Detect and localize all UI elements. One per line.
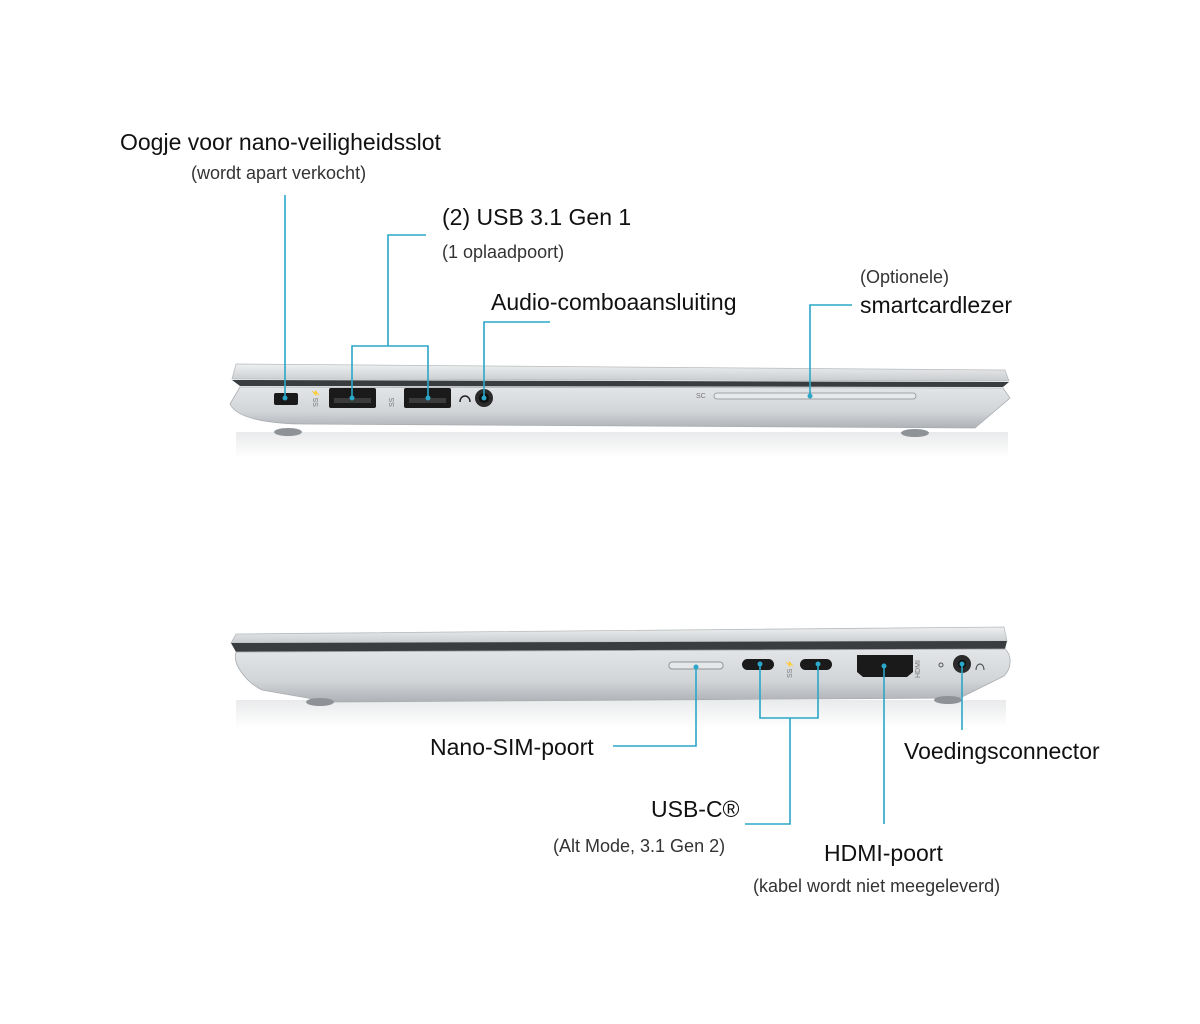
hdmi-mark: HDMI <box>915 660 922 678</box>
usb-c-title: USB-C® <box>651 796 740 822</box>
leader-usb-a <box>387 234 426 346</box>
usb-a-port-2-tongue <box>409 398 446 403</box>
laptop-left-side: SS⚡ SS SC <box>229 363 1011 458</box>
lid-seam-2 <box>231 641 1007 652</box>
headphone-icon <box>459 395 471 403</box>
sc-mark: SC <box>696 393 706 400</box>
leader-dot-usb-a-2 <box>425 395 431 401</box>
laptop-lid-2 <box>230 626 1008 644</box>
leader-dot-audio <box>481 395 487 401</box>
foot-front <box>274 428 302 436</box>
usb-a-subtitle: (1 oplaadpoort) <box>442 242 564 262</box>
smartcard-title: smartcardlezer <box>860 292 1012 318</box>
laptop-right-side: SS⚡ HDMI <box>230 626 1011 728</box>
leader-dot-hdmi <box>881 663 887 669</box>
labels-bottom: Nano-SIM-poort Voedingsconnector USB-C® … <box>430 734 1100 896</box>
leader-dot-usb-c-2 <box>815 661 821 667</box>
power-led <box>938 662 944 668</box>
leaders-bottom <box>613 661 965 825</box>
usb-a-port-1-tongue <box>334 398 371 403</box>
labels-top: Oogje voor nano-veiligheidsslot (wordt a… <box>120 129 1012 318</box>
leader-dot-usb-c-1 <box>757 661 763 667</box>
floor-shadow <box>236 432 1008 458</box>
leader-dot-usb-a-1 <box>349 395 355 401</box>
security-lock-title: Oogje voor nano-veiligheidsslot <box>120 129 442 155</box>
leader-usb-c-bracket <box>759 664 819 719</box>
leader-audio <box>483 321 550 398</box>
leader-usb-c <box>745 718 791 825</box>
smartcard-subtitle: (Optionele) <box>860 267 949 287</box>
power-icon <box>975 663 985 671</box>
laptop-lid <box>231 363 1010 382</box>
leader-dot-power <box>959 661 965 667</box>
foot-2b <box>934 696 962 704</box>
audio-title: Audio-comboaansluiting <box>491 289 737 315</box>
usb-a-2-mark: SS <box>389 397 396 407</box>
usb-c-mark: SS⚡ <box>785 660 794 678</box>
foot-2a <box>306 698 334 706</box>
hdmi-title: HDMI-poort <box>824 840 943 866</box>
power-title: Voedingsconnector <box>904 738 1100 764</box>
foot-back <box>901 429 929 437</box>
floor-shadow-2 <box>236 700 1006 728</box>
leaders-top <box>282 195 852 401</box>
leader-usb-a-bracket <box>351 345 429 398</box>
smartcard-slot <box>713 392 917 400</box>
leader-dot-nano-sim <box>693 664 699 670</box>
leader-nano-sim <box>613 667 697 747</box>
usb-c-subtitle: (Alt Mode, 3.1 Gen 2) <box>553 836 725 856</box>
usb-a-title: (2) USB 3.1 Gen 1 <box>442 204 631 230</box>
usb-a-1-mark: SS⚡ <box>311 389 320 407</box>
leader-dot-lock <box>282 395 288 401</box>
lid-seam <box>232 380 1009 387</box>
leader-dot-smartcard <box>807 393 813 399</box>
security-lock-subtitle: (wordt apart verkocht) <box>191 163 366 183</box>
leader-smartcard <box>809 304 852 396</box>
nano-sim-title: Nano-SIM-poort <box>430 734 594 760</box>
hdmi-subtitle: (kabel wordt niet meegeleverd) <box>753 876 1000 896</box>
